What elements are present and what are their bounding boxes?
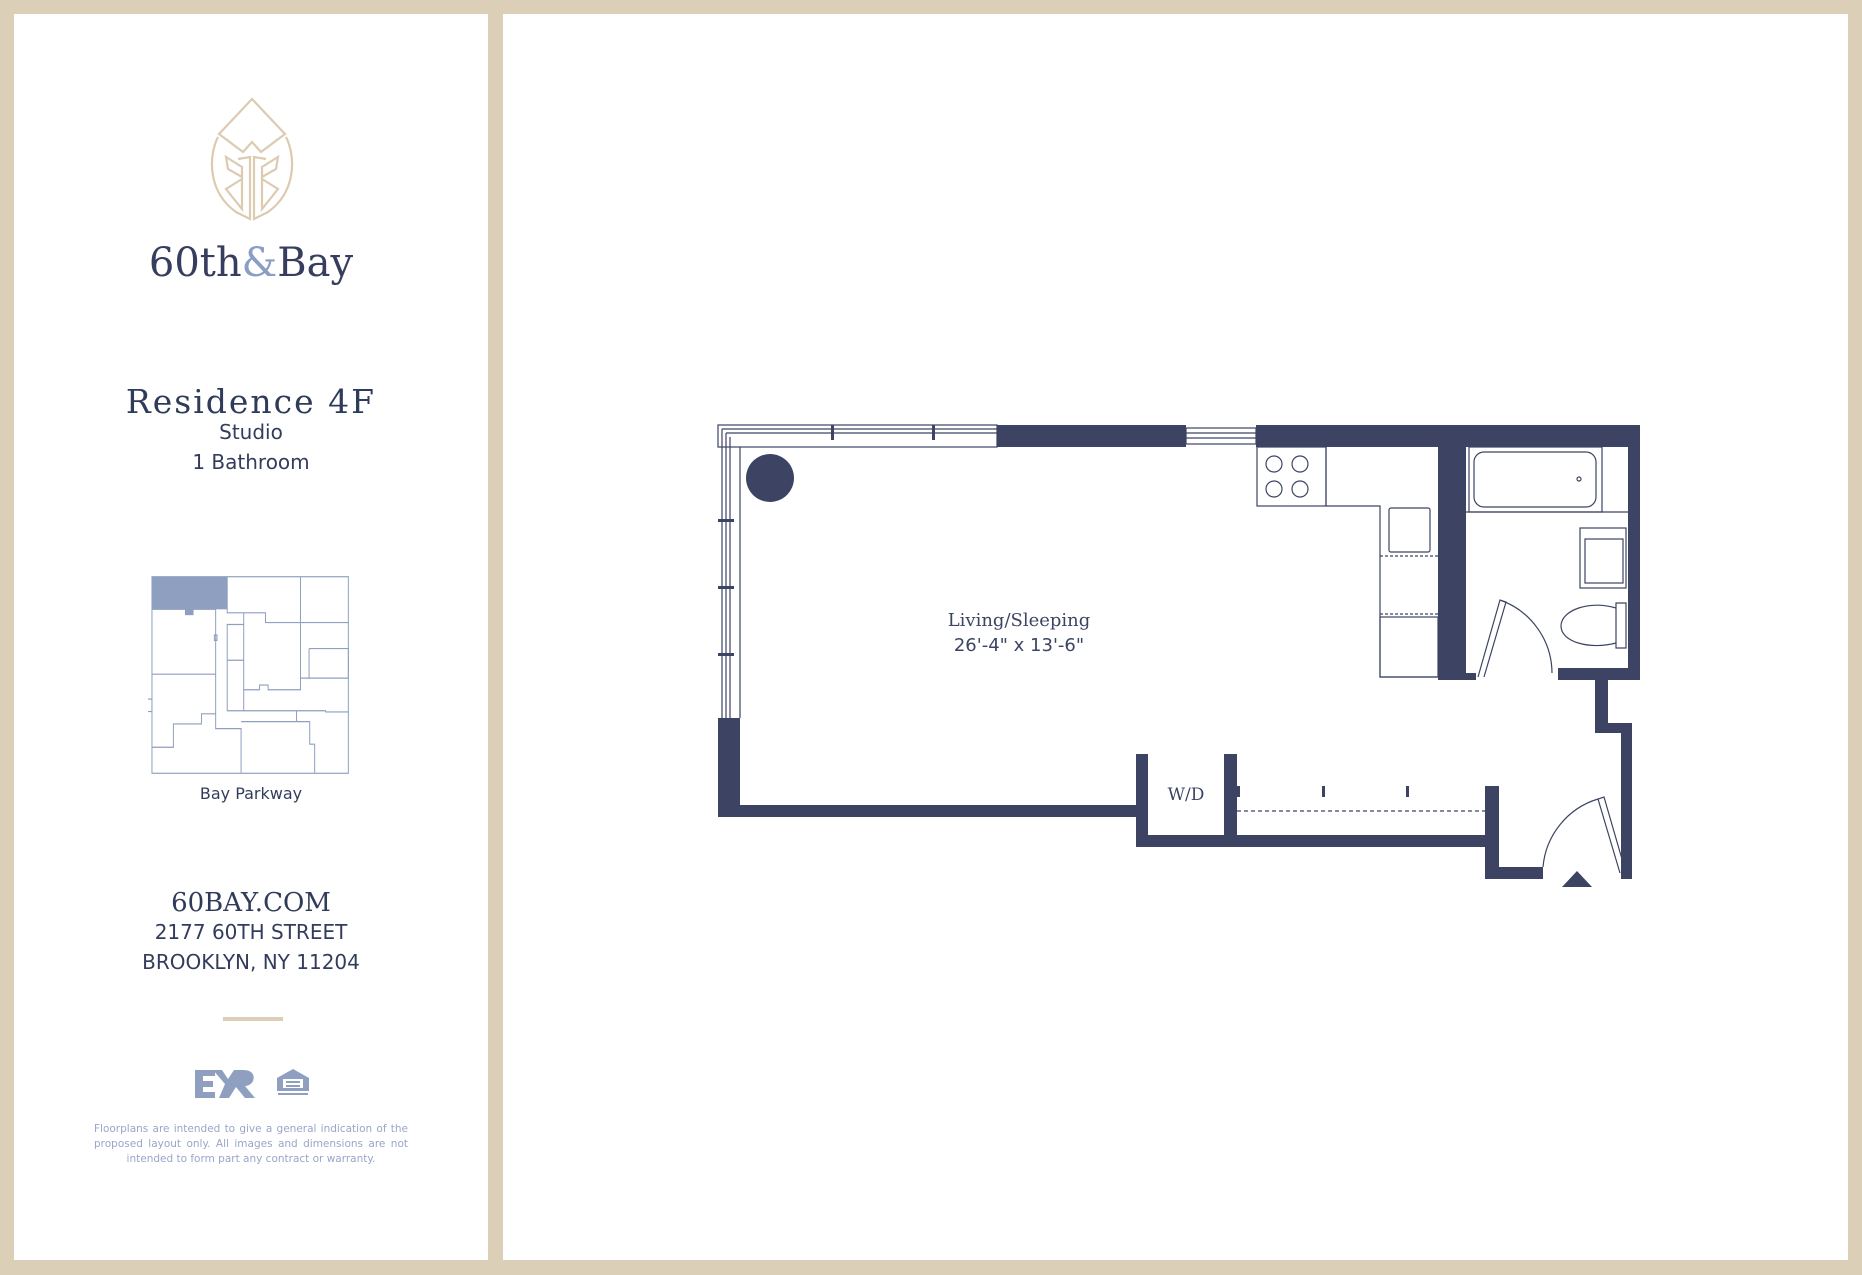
brand-name-part1: 60th	[148, 240, 242, 286]
divider	[223, 1017, 283, 1021]
floorplan-panel: Living/Sleeping 26'-4" x 13'-6" W/D	[503, 14, 1848, 1260]
keyplan-map	[148, 576, 349, 774]
equal-housing-icon	[277, 1069, 309, 1095]
keyplan-street-label: Bay Parkway	[199, 784, 303, 803]
bath-door	[1477, 599, 1553, 678]
kitchen-sink	[1388, 507, 1431, 553]
address-line1: 2177 60TH STREET	[154, 920, 348, 944]
brand-logo-icon	[210, 97, 294, 221]
brand-name-amp: &	[241, 240, 278, 286]
bathtub	[1468, 446, 1603, 513]
stove	[1256, 446, 1327, 507]
disclaimer: Floorplans are intended to give a genera…	[94, 1123, 408, 1165]
keyplan-highlight	[151, 576, 228, 610]
vanity	[1579, 527, 1627, 589]
residence-title: Residence 4F	[125, 382, 377, 421]
exr-logo-icon	[195, 1070, 255, 1098]
window-top	[717, 424, 998, 448]
kitchen-counter	[1325, 447, 1438, 678]
closet-label-wd: W/D	[1168, 785, 1205, 805]
brand-name-part2: Bay	[277, 240, 354, 286]
info-panel: 60th&Bay Residence 4F Studio 1 Bathroom …	[14, 14, 488, 1260]
unit-type: Studio	[219, 420, 283, 444]
entry-triangle-icon	[1562, 871, 1592, 887]
entry-door	[1542, 796, 1627, 874]
website-link[interactable]: 60BAY.COM	[171, 888, 331, 918]
structural-column	[746, 454, 794, 502]
brand-name: 60th&Bay	[14, 240, 488, 286]
room-label-living: Living/Sleeping	[948, 610, 1091, 631]
room-dimensions-living: 26'-4" x 13'-6"	[954, 635, 1084, 656]
toilet	[1560, 602, 1627, 649]
address-line2: BROOKLYN, NY 11204	[142, 950, 360, 974]
bathroom-count: 1 Bathroom	[192, 450, 310, 474]
walls	[718, 425, 1640, 879]
